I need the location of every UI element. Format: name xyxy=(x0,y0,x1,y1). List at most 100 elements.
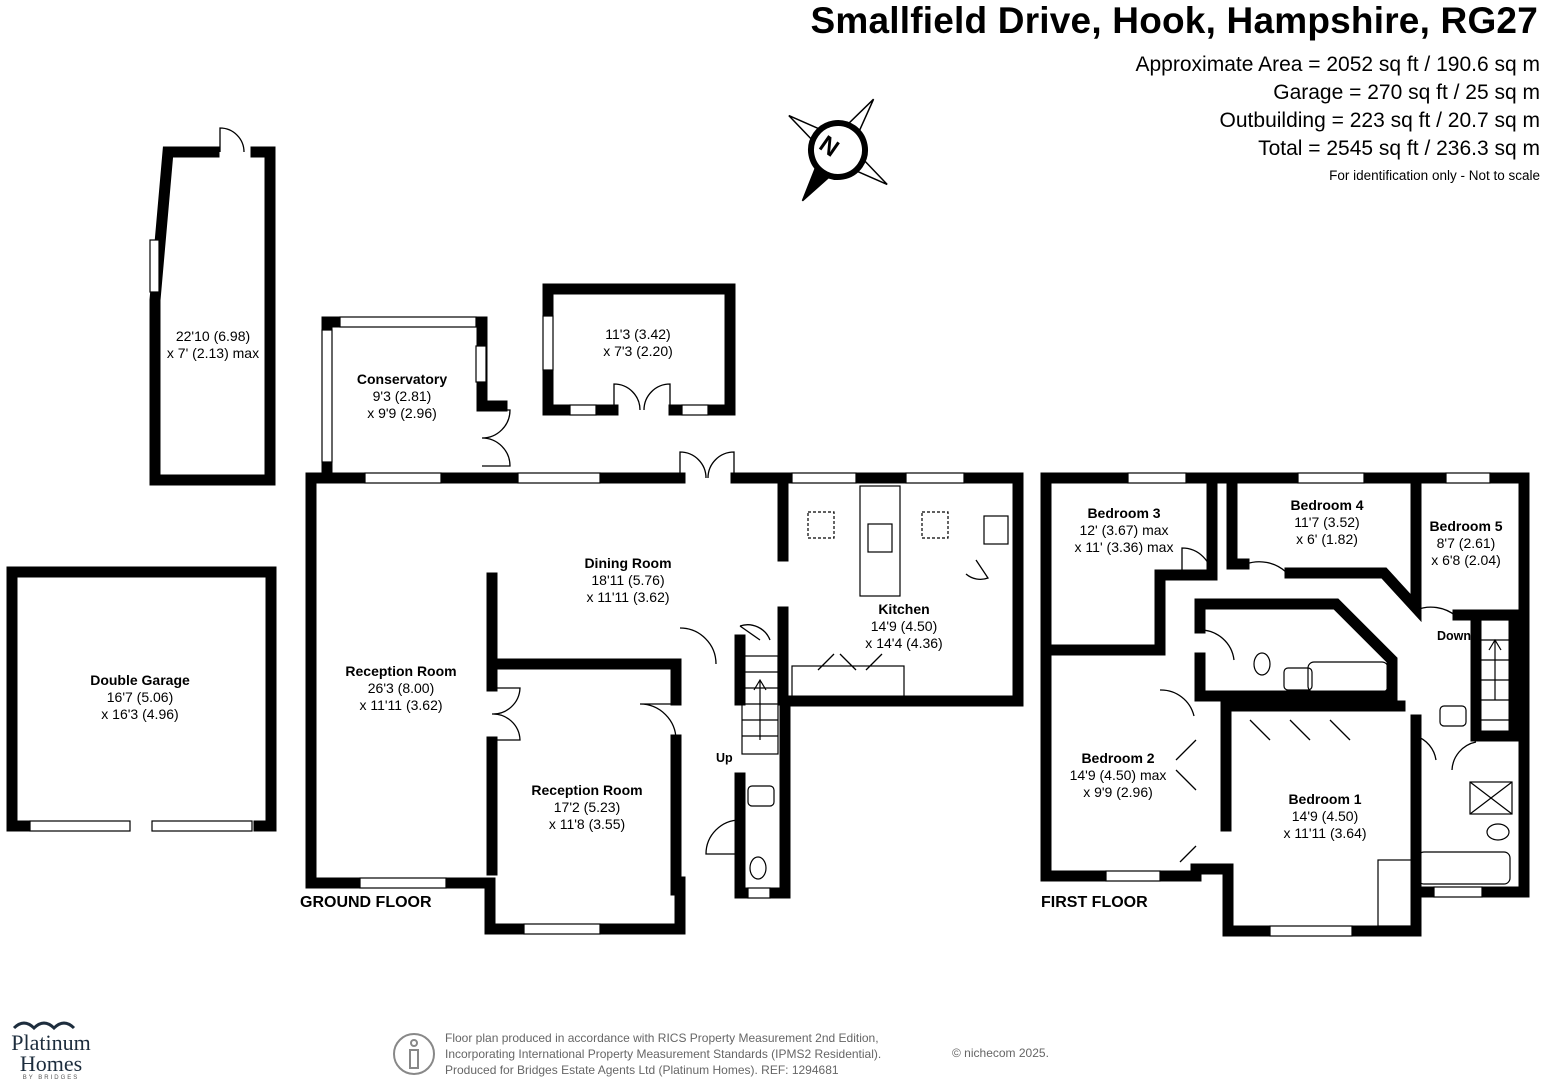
doors xyxy=(219,127,1477,863)
area-outbuilding: Outbuilding = 223 sq ft / 20.7 sq m xyxy=(1219,109,1540,132)
window xyxy=(29,820,131,832)
door-swing xyxy=(491,687,521,741)
kitchen-island xyxy=(859,485,901,597)
room-dims: x 11' (3.36) max xyxy=(1074,539,1174,555)
room-dims: 14'9 (4.50) xyxy=(870,618,938,634)
room-reception-2: Reception Room 17'2 (5.23) x 11'8 (3.55) xyxy=(531,782,642,833)
window xyxy=(747,887,771,899)
ground-floor-outer-walls xyxy=(305,472,686,935)
skylight-icon xyxy=(807,511,835,539)
window xyxy=(1127,472,1187,484)
room-dims: 16'7 (5.06) xyxy=(106,689,174,705)
footer-line: Floor plan produced in accordance with R… xyxy=(445,1031,879,1045)
toilet-icon xyxy=(1486,823,1510,841)
door-swing xyxy=(219,127,245,153)
room-conservatory: Conservatory 9'3 (2.81) x 9'9 (2.96) xyxy=(357,371,447,422)
door-swing xyxy=(1175,739,1197,863)
room-dims: x 11'11 (3.64) xyxy=(1283,825,1367,841)
wardrobe xyxy=(1377,859,1413,927)
window xyxy=(364,472,442,484)
outbuilding-walls xyxy=(149,146,276,486)
stair-treads xyxy=(742,671,778,740)
door-swing xyxy=(965,559,989,580)
room-dims: x 7' (2.13) max xyxy=(166,345,260,361)
door-swing xyxy=(705,819,741,855)
area-garage: Garage = 270 sq ft / 25 sq m xyxy=(1273,81,1540,104)
platinum-homes-logo: Platinum Homes BY BRIDGES xyxy=(4,1016,98,1082)
room-dims: x 9'9 (2.96) xyxy=(367,405,437,421)
room-bedroom-4: Bedroom 4 11'7 (3.52) x 6' (1.82) xyxy=(1290,497,1363,548)
room-bedroom-5: Bedroom 5 8'7 (2.61) x 6'8 (2.04) xyxy=(1429,518,1502,569)
room-name: Bedroom 1 xyxy=(1288,791,1362,807)
kitchen-counter xyxy=(791,665,905,699)
store-walls xyxy=(542,283,736,416)
garage-walls xyxy=(6,566,277,832)
window xyxy=(475,345,487,383)
ground-floor-label: GROUND FLOOR xyxy=(300,894,432,911)
window xyxy=(151,820,253,832)
basin-icon xyxy=(1283,667,1313,691)
room-dims: 9'3 (2.81) xyxy=(372,388,432,404)
room-name: Bedroom 2 xyxy=(1081,750,1155,766)
window xyxy=(681,404,709,416)
logo-line-2: Homes xyxy=(19,1051,83,1076)
door-swing xyxy=(1181,547,1213,579)
room-dims: x 7'3 (2.20) xyxy=(603,343,673,359)
stairs-down-label: Down xyxy=(1437,629,1472,643)
window xyxy=(517,472,601,484)
room-name: Conservatory xyxy=(356,371,448,387)
window xyxy=(569,404,597,416)
room-kitchen: Kitchen 14'9 (4.50) x 14'4 (4.36) xyxy=(865,601,942,652)
toilet-icon xyxy=(749,856,767,880)
room-name: Kitchen xyxy=(878,601,930,617)
door-swing xyxy=(679,627,717,665)
room-dims: x 6' (1.82) xyxy=(1296,531,1358,547)
sink-icon xyxy=(867,523,893,553)
skylight-icon xyxy=(921,511,949,539)
window xyxy=(1433,886,1483,898)
room-dims: 12' (3.67) max xyxy=(1079,522,1169,538)
bath-icon xyxy=(1417,851,1511,885)
room-dims: 26'3 (8.00) xyxy=(367,680,435,696)
fixtures xyxy=(741,485,1513,927)
room-dims: 18'11 (5.76) xyxy=(591,572,665,588)
shower-icon xyxy=(1469,781,1513,815)
windows xyxy=(29,239,1491,937)
room-dims: 22'10 (6.98) xyxy=(175,328,251,344)
ff-inner-bed4 xyxy=(1226,478,1250,570)
room-name: Bedroom 4 xyxy=(1290,497,1364,513)
inner-wall-hall xyxy=(492,658,682,706)
ff-inner-bath xyxy=(1194,598,1398,702)
logo-mark-icon xyxy=(12,1021,76,1031)
stairs-up-label: Up xyxy=(716,751,733,765)
room-dims: 11'3 (3.42) xyxy=(605,326,671,342)
door-swing xyxy=(613,383,671,411)
room-name: Bedroom 5 xyxy=(1429,518,1503,534)
ff-inner-bed4-2 xyxy=(1284,478,1422,623)
door-swing xyxy=(679,451,735,479)
window xyxy=(1445,472,1491,484)
wc-basin-icon xyxy=(747,785,775,807)
door-swing xyxy=(739,624,771,641)
footer-line: Produced for Bridges Estate Agents Ltd (… xyxy=(445,1063,839,1077)
area-total: Total = 2545 sq ft / 236.3 sq m xyxy=(1258,137,1540,160)
door-swing xyxy=(639,703,677,741)
door-swing xyxy=(1245,561,1287,573)
room-dining: Dining Room 18'11 (5.76) x 11'11 (3.62) xyxy=(584,555,671,606)
ff-inner-landing xyxy=(1452,609,1520,742)
room-name: Double Garage xyxy=(90,672,190,688)
ff-inner-bed3 xyxy=(1046,478,1218,656)
window xyxy=(359,877,447,889)
door-swing xyxy=(1199,629,1235,661)
stair-treads xyxy=(1478,638,1512,721)
room-dims: x 11'11 (3.62) xyxy=(586,589,670,605)
room-name: Dining Room xyxy=(584,555,672,571)
room-store: 11'3 (3.42) x 7'3 (2.20) xyxy=(603,326,673,360)
basin-icon xyxy=(1439,705,1467,727)
stairs xyxy=(1477,619,1513,735)
door-swing xyxy=(1451,741,1477,771)
area-approximate: Approximate Area = 2052 sq ft / 190.6 sq… xyxy=(1135,53,1541,76)
window xyxy=(339,316,477,328)
window xyxy=(1105,870,1161,882)
room-double-garage: Double Garage 16'7 (5.06) x 16'3 (4.96) xyxy=(90,672,190,723)
